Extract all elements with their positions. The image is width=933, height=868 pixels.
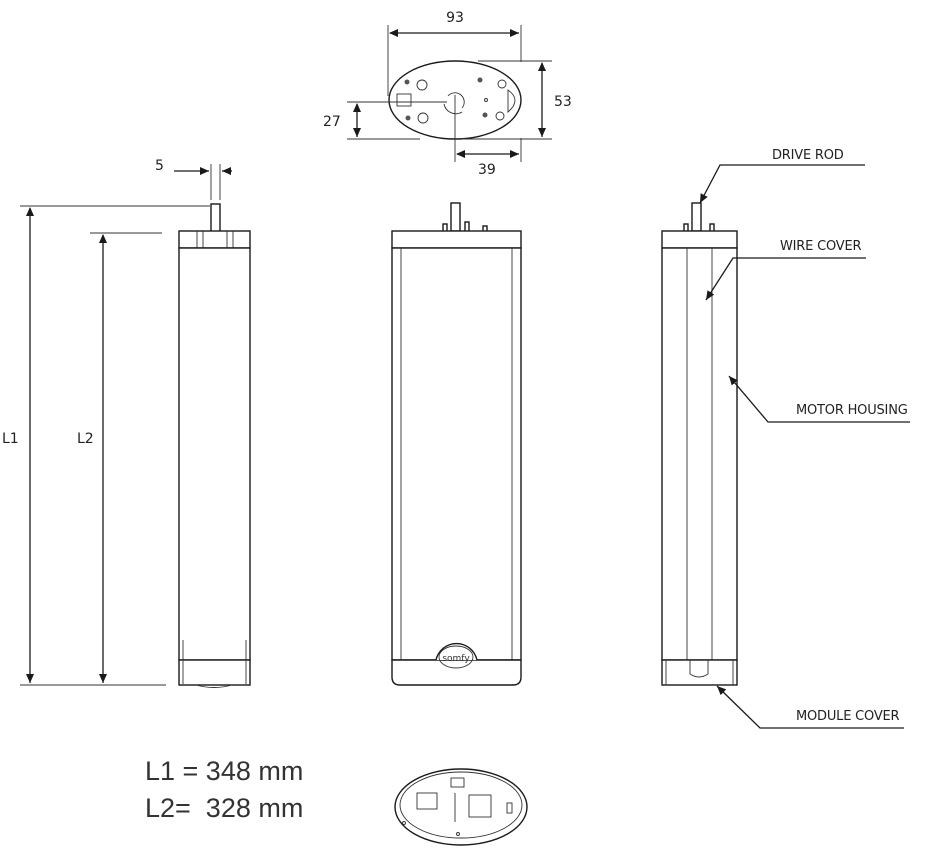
dim-label-27: 27 <box>323 114 341 130</box>
dim-label-l1: L1 <box>2 431 19 447</box>
callout-drive-rod: DRIVE ROD <box>772 148 844 163</box>
dim-label-39: 39 <box>478 162 496 178</box>
somfy-logo: somfy <box>442 654 470 664</box>
dim-label-93: 93 <box>446 10 464 26</box>
dim-label-l2: L2 <box>77 431 94 447</box>
drive-rod-left <box>210 203 221 233</box>
front-view: somfy <box>391 202 522 686</box>
spec-l1: L1 = 348 mm <box>145 756 303 786</box>
drive-rod-right <box>691 202 702 232</box>
leader-drive-rod <box>699 164 865 204</box>
side-view-right: DRIVE ROD WIRE COVER MOTOR HOUSING MODUL… <box>661 148 910 729</box>
somfy-logo-badge <box>438 645 474 669</box>
callout-wire-cover: WIRE COVER <box>780 239 861 254</box>
dim-label-5: 5 <box>155 158 164 174</box>
spec-l2: L2= 328 mm <box>145 793 303 823</box>
callout-motor-housing: MOTOR HOUSING <box>796 403 908 418</box>
leader-motor-housing <box>728 375 910 423</box>
motor-body-right <box>661 247 738 661</box>
side-view-left: 5 L1 L2 <box>2 158 251 688</box>
leader-wire-cover <box>705 257 866 301</box>
top-view: 93 53 27 39 <box>323 10 572 178</box>
leader-module-cover <box>716 685 904 729</box>
motor-body-front <box>391 247 522 661</box>
rotation-arrow <box>447 92 465 109</box>
motor-body-left <box>178 247 251 661</box>
connector-square <box>396 93 412 107</box>
callout-module-cover: MODULE COVER <box>796 709 900 724</box>
bottom-view-oval <box>394 768 528 846</box>
dim-label-53: 53 <box>554 94 572 110</box>
bottom-view <box>394 768 528 846</box>
